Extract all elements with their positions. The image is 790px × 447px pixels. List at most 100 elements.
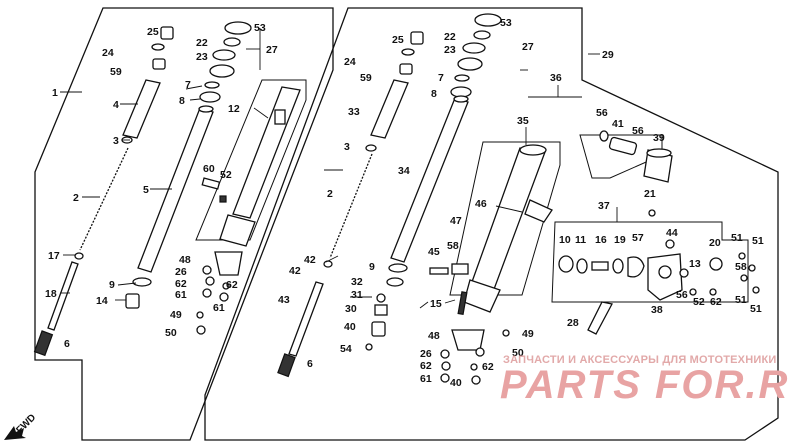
watermark-brand: PARTS FOR.RU (500, 363, 790, 407)
callout-22: 22 (196, 37, 208, 49)
callout-62: 62 (175, 278, 187, 290)
fork-slider-subgroup-outline (195, 79, 307, 241)
callout-18: 18 (45, 288, 57, 300)
callout-42: 42 (304, 254, 316, 266)
callout-58: 58 (735, 261, 747, 273)
callout-58: 58 (447, 240, 459, 252)
leader-lines (60, 28, 618, 309)
fwd-label: FWD (14, 412, 38, 436)
callout-46: 46 (475, 198, 487, 210)
callout-57: 57 (632, 232, 644, 244)
callout-39: 39 (653, 132, 665, 144)
callout-33: 33 (348, 106, 360, 118)
callout-6: 6 (307, 358, 313, 370)
callout-62: 62 (710, 296, 722, 308)
callout-24: 24 (344, 56, 356, 68)
callout-56: 56 (632, 125, 644, 137)
left-fork-outline (34, 7, 334, 441)
callout-62: 62 (482, 361, 494, 373)
callout-2: 2 (327, 188, 333, 200)
callout-6: 6 (64, 338, 70, 350)
callout-22: 22 (444, 31, 456, 43)
callout-17: 17 (48, 250, 60, 262)
callout-59: 59 (110, 66, 122, 78)
callout-54: 54 (340, 343, 352, 355)
callout-49: 49 (522, 328, 534, 340)
callout-25: 25 (392, 34, 404, 46)
callout-5: 5 (143, 184, 149, 196)
callout-25: 25 (147, 26, 159, 38)
callout-15: 15 (430, 298, 442, 310)
callout-24: 24 (102, 47, 114, 59)
callout-48: 48 (179, 254, 191, 266)
callout-56: 56 (596, 107, 608, 119)
callout-36: 36 (550, 72, 562, 84)
callout-62: 62 (226, 279, 238, 291)
callout-34: 34 (398, 165, 410, 177)
callout-50: 50 (512, 347, 524, 359)
brake-caliper-subgroup-outline (579, 134, 663, 179)
callout-50: 50 (165, 327, 177, 339)
callout-27: 27 (266, 44, 278, 56)
watermark: ЗАПЧАСТИ И АКСЕССУАРЫ ДЛЯ МОТОТЕХНИКИ PA… (500, 354, 790, 407)
callout-52: 52 (220, 169, 232, 181)
callout-12: 12 (228, 103, 240, 115)
callout-40: 40 (450, 377, 462, 389)
callout-9: 9 (109, 279, 115, 291)
callout-16: 16 (595, 234, 607, 246)
callout-44: 44 (666, 227, 678, 239)
callout-28: 28 (567, 317, 579, 329)
callout-8: 8 (431, 88, 437, 100)
callout-14: 14 (96, 295, 108, 307)
callout-51: 51 (752, 235, 764, 247)
callout-60: 60 (203, 163, 215, 175)
callout-49: 49 (170, 309, 182, 321)
fwd-arrow: FWD (4, 412, 38, 440)
callout-26: 26 (175, 266, 187, 278)
callout-53: 53 (254, 22, 266, 34)
callout-9: 9 (369, 261, 375, 273)
callout-20: 20 (709, 237, 721, 249)
callout-38: 38 (651, 304, 663, 316)
callout-21: 21 (644, 188, 656, 200)
callout-35: 35 (517, 115, 529, 127)
callout-56: 56 (676, 289, 688, 301)
callout-45: 45 (428, 246, 440, 258)
callout-3: 3 (113, 135, 119, 147)
callout-51: 51 (750, 303, 762, 315)
watermark-caption: ЗАПЧАСТИ И АКСЕССУАРЫ ДЛЯ МОТОТЕХНИКИ (503, 354, 776, 366)
callout-41: 41 (612, 118, 624, 130)
callout-13: 13 (689, 258, 701, 270)
callout-53: 53 (500, 17, 512, 29)
callout-51: 51 (735, 294, 747, 306)
callout-59: 59 (360, 72, 372, 84)
callout-51: 51 (731, 232, 743, 244)
right-fork-outline (204, 7, 779, 441)
callout-26: 26 (420, 348, 432, 360)
callout-37: 37 (598, 200, 610, 212)
callout-23: 23 (444, 44, 456, 56)
callout-47: 47 (450, 215, 462, 227)
callout-8: 8 (179, 95, 185, 107)
callout-2: 2 (73, 192, 79, 204)
callout-61: 61 (420, 373, 432, 385)
callout-3: 3 (344, 141, 350, 153)
callout-labels: 25 24 59 1 4 3 5 2 17 18 6 9 14 53 22 23… (45, 17, 764, 389)
callout-52: 52 (693, 296, 705, 308)
callout-7: 7 (185, 79, 191, 91)
callout-19: 19 (614, 234, 626, 246)
callout-43: 43 (278, 294, 290, 306)
callout-23: 23 (196, 51, 208, 63)
callout-31: 31 (351, 289, 363, 301)
callout-61: 61 (175, 289, 187, 301)
callout-48: 48 (428, 330, 440, 342)
right-fork-parts (277, 13, 760, 385)
callout-62: 62 (420, 360, 432, 372)
callout-7: 7 (438, 72, 444, 84)
callout-61: 61 (213, 302, 225, 314)
left-fork-parts (33, 21, 301, 357)
callout-4: 4 (113, 99, 119, 111)
callout-32: 32 (351, 276, 363, 288)
callout-29: 29 (602, 49, 614, 61)
